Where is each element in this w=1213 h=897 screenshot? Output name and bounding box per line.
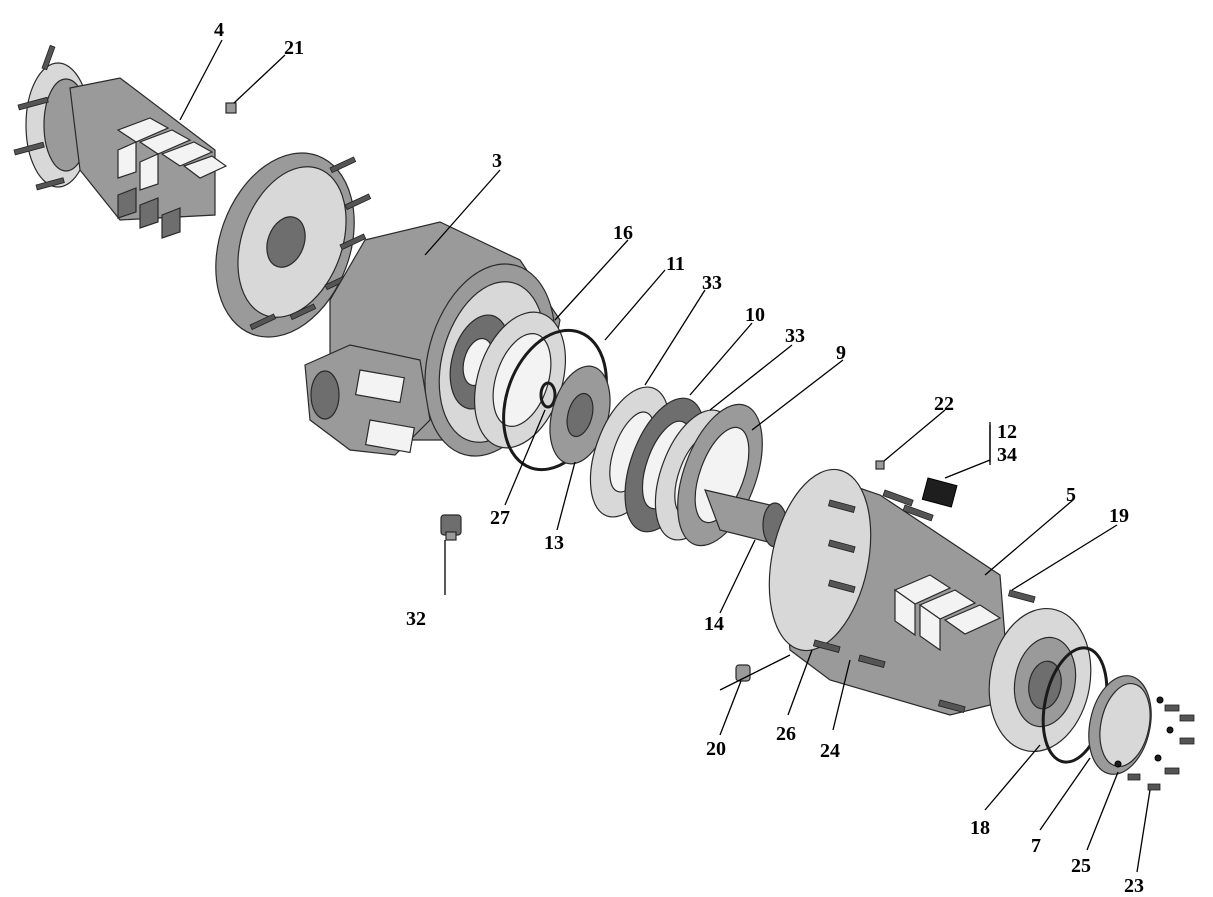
plug-22	[875, 460, 885, 470]
callout-27: 27	[490, 507, 510, 529]
axle-housing-right	[768, 468, 1092, 753]
callout-9: 9	[836, 342, 846, 364]
callout-3: 3	[492, 150, 502, 172]
callout-12: 12	[997, 421, 1017, 443]
axle-housing-left	[13, 44, 372, 338]
callout-14: 14	[704, 613, 724, 635]
callout-11: 11	[666, 253, 685, 275]
callout-33a: 33	[702, 272, 722, 294]
callout-25: 25	[1071, 855, 1091, 877]
callout-10: 10	[745, 304, 765, 326]
callout-labels: 4 21 3 16 11 33 10 33 9 22 12 34 5 19 27…	[214, 19, 1144, 897]
cover-7	[1088, 675, 1152, 775]
plug-21	[225, 102, 237, 114]
ring-27	[539, 381, 557, 409]
callout-13: 13	[544, 532, 564, 554]
callout-18: 18	[970, 817, 990, 839]
breather-32	[440, 514, 462, 541]
callout-7: 7	[1031, 835, 1041, 857]
callout-16: 16	[613, 222, 633, 244]
callout-23: 23	[1124, 875, 1144, 897]
screws-23	[1127, 704, 1195, 791]
callout-26: 26	[776, 723, 796, 745]
callout-22: 22	[934, 393, 954, 415]
callout-34: 34	[997, 444, 1017, 466]
callout-20: 20	[706, 738, 726, 760]
washers-25	[1114, 696, 1174, 768]
callout-32: 32	[406, 608, 426, 630]
callout-24: 24	[820, 740, 840, 762]
callout-4: 4	[214, 19, 224, 41]
label-plate-12-34	[921, 477, 958, 508]
gear-13	[549, 365, 611, 465]
callout-33b: 33	[785, 325, 805, 347]
callout-21: 21	[284, 37, 304, 59]
leader-lines	[179, 39, 1151, 873]
callout-19: 19	[1109, 505, 1129, 527]
callout-5: 5	[1066, 484, 1076, 506]
